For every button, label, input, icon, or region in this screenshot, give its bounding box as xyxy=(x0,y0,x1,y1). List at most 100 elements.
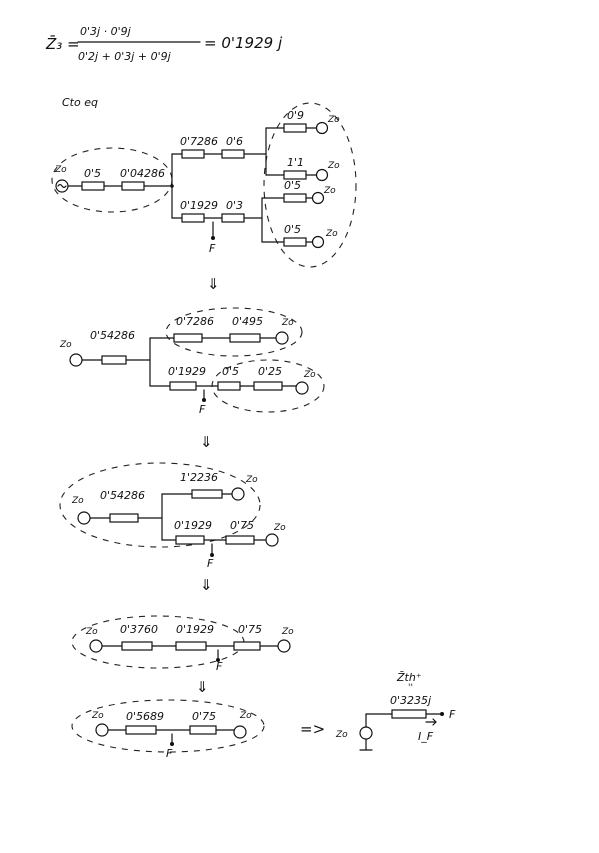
resistor xyxy=(121,181,145,191)
source-label: Zo xyxy=(245,475,258,485)
value-label: 0'1929 xyxy=(180,199,218,212)
source-label: Zo xyxy=(325,229,338,239)
value-label: 1'2236 xyxy=(180,471,218,484)
value-label: 0'1929 xyxy=(168,365,206,378)
thevenin-equality-mark: '' xyxy=(408,683,413,693)
fault-label: F xyxy=(209,242,216,255)
resistor xyxy=(121,641,153,651)
source-label: Zo xyxy=(54,165,67,175)
source-icon xyxy=(233,725,247,739)
fault-point xyxy=(170,742,174,746)
source-icon xyxy=(359,726,373,740)
resistor xyxy=(221,149,245,159)
fault-point xyxy=(216,658,220,662)
group-outline xyxy=(71,699,265,753)
resistor xyxy=(283,237,307,247)
resistor xyxy=(189,725,217,735)
source-label: Zo xyxy=(281,318,294,328)
down-arrow: ⇓ xyxy=(200,433,213,451)
value-label: 0'54286 xyxy=(90,329,135,342)
value-label: 0'75 xyxy=(230,519,254,532)
fault-point xyxy=(210,553,214,557)
value-label: 0'75 xyxy=(238,623,262,636)
implies-arrow: => xyxy=(300,720,325,738)
z3-formula: Z̄₃ = 0'3j · 0'9j 0'2j + 0'3j + 0'9j = 0… xyxy=(45,25,283,63)
sine-icon xyxy=(57,183,67,189)
group-outline xyxy=(263,102,357,268)
group-outline xyxy=(51,147,173,213)
value-label: 0'9 xyxy=(287,109,304,122)
stage-4-circuit: Zo 0'3760 0'1929 F 0'75 Zo xyxy=(71,615,294,673)
source-label: Zo xyxy=(85,627,98,637)
resistor xyxy=(191,489,223,499)
down-arrow: ⇓ xyxy=(207,275,220,293)
fault-current-label: I_F xyxy=(418,730,434,743)
fault-label: F xyxy=(199,403,206,416)
formula-denominator: 0'2j + 0'3j + 0'9j xyxy=(78,50,172,63)
source-icon xyxy=(311,191,325,205)
value-label: 0'7286 xyxy=(180,135,218,148)
value-label: 1'1 xyxy=(287,156,304,169)
thevenin-value: 0'3235j xyxy=(390,694,432,707)
resistor xyxy=(169,381,197,391)
source-icon xyxy=(69,353,83,367)
thevenin-label: Z̄th⁺ xyxy=(396,671,422,684)
resistor xyxy=(217,381,241,391)
resistor xyxy=(175,641,207,651)
resistor xyxy=(225,535,255,545)
source-label: Zo xyxy=(323,186,336,196)
down-arrow: ⇓ xyxy=(196,678,209,696)
value-label: 0'495 xyxy=(232,315,263,328)
source-icon xyxy=(89,639,103,653)
source-label: Zo xyxy=(71,496,84,506)
value-label: 0'5 xyxy=(284,179,301,192)
stage-3-circuit: Zo 0'54286 1'2236 Zo 0'1929 F 0'75 Zo xyxy=(59,462,286,570)
thevenin-resistor xyxy=(391,709,427,719)
value-label: 0'25 xyxy=(258,365,282,378)
resistor xyxy=(109,513,139,523)
fault-label: F xyxy=(207,557,214,570)
formula-lhs: Z̄₃ = xyxy=(45,34,80,53)
resistor xyxy=(101,355,127,365)
fault-label: F xyxy=(449,708,456,721)
resistor xyxy=(125,725,157,735)
source-label: Zo xyxy=(281,627,294,637)
value-label: 0'3 xyxy=(226,199,243,212)
value-label: 0'75 xyxy=(192,710,216,723)
source-icon xyxy=(265,533,279,547)
source-icon xyxy=(77,511,91,525)
source-label: Zo xyxy=(239,711,252,721)
source-icon xyxy=(275,331,289,345)
group-outline xyxy=(165,307,303,357)
value-label: 0'5 xyxy=(222,365,239,378)
source-label: Zo xyxy=(327,161,340,171)
stage-5-circuit: Zo 0'5689 F 0'75 Zo xyxy=(71,699,265,760)
value-label: 0'1929 xyxy=(176,623,214,636)
source-icon xyxy=(231,487,245,501)
value-label: 0'54286 xyxy=(100,489,145,502)
down-arrow: ⇓ xyxy=(200,576,213,594)
stage-1-circuit: Zo 0'5 0'04286 0'7286 0'6 0'9 Zo 1'1 Zo xyxy=(51,102,357,268)
resistor xyxy=(173,333,203,343)
resistor xyxy=(181,149,205,159)
value-label: 0'5 xyxy=(284,223,301,236)
source-label: Zo xyxy=(327,115,340,125)
resistor xyxy=(181,213,205,223)
source-icon xyxy=(311,235,325,249)
fault-point xyxy=(440,712,444,716)
resistor xyxy=(283,170,307,180)
fault-label: F xyxy=(166,747,173,760)
source-icon xyxy=(315,121,329,135)
resistor xyxy=(283,193,307,203)
value-label: 0'6 xyxy=(226,135,243,148)
fault-point xyxy=(211,236,215,240)
source-label: Zo xyxy=(303,370,316,380)
source-label: Zo xyxy=(59,340,72,350)
thevenin-equivalent: Z̄th⁺ '' 0'3235j Zo F I_F xyxy=(335,671,456,751)
value-label: 0'7286 xyxy=(176,315,214,328)
source-icon xyxy=(277,639,291,653)
value-label: 0'5 xyxy=(84,167,101,180)
fault-point xyxy=(202,398,206,402)
